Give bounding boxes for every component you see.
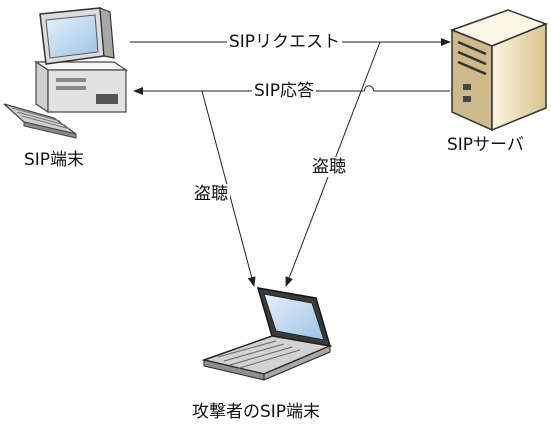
eavesdrop-right-label: 盗聴 — [310, 157, 348, 177]
desktop-pc-icon — [3, 7, 128, 139]
sip-terminal-label: SIP端末 — [24, 150, 85, 170]
laptop-icon — [201, 287, 333, 381]
sip-server-label: SIPサーバ — [447, 135, 524, 155]
eavesdrop-left-label: 盗聴 — [192, 184, 230, 204]
attacker-terminal-label: 攻撃者のSIP端末 — [192, 402, 321, 422]
sip-response-arrow — [133, 85, 450, 95]
connections — [130, 38, 451, 287]
sip-request-label: SIPリクエスト — [227, 32, 343, 52]
sip-response-label: SIP応答 — [252, 81, 317, 101]
server-icon — [449, 9, 549, 132]
